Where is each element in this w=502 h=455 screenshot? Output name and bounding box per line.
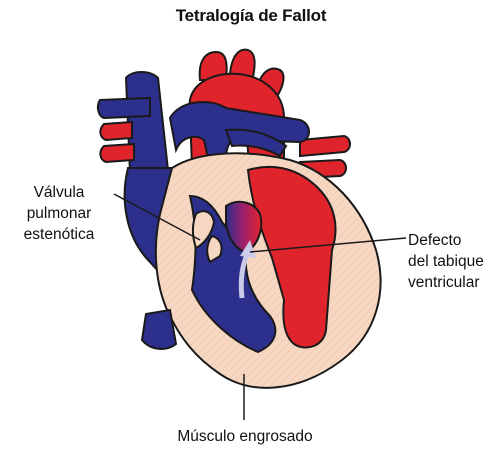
pulmonary-artery [168,101,310,177]
valve-label: Válvula pulmonar estenótica [4,182,114,245]
inferior-vena-cava [140,308,178,350]
superior-vena-cava [96,71,170,174]
left-ventricle [246,165,337,349]
vsd-label-line-1: Defecto [408,232,462,249]
valve-label-line-1: Válvula [33,184,85,201]
vsd-label-line-2: del tabique [408,253,484,270]
septal-defect [225,200,263,254]
shunt-arrow [238,240,256,299]
vsd-leader [249,237,407,253]
pulmonary-veins-left [99,120,135,164]
pulmonary-veins-right [299,134,351,180]
valve-leader [113,193,201,241]
leader-lines [113,193,407,420]
diagram-title: Tetralogía de Fallot [175,6,327,25]
vsd-label-line-3: ventricular [408,274,480,291]
valve-label-line-3: estenótica [23,226,95,243]
right-ventricle [188,194,277,354]
muscle-label: Músculo engrosado [177,428,313,445]
valve-label-line-2: pulmonar [26,205,92,222]
vsd-label: Defecto del tabique ventricular [408,230,502,293]
